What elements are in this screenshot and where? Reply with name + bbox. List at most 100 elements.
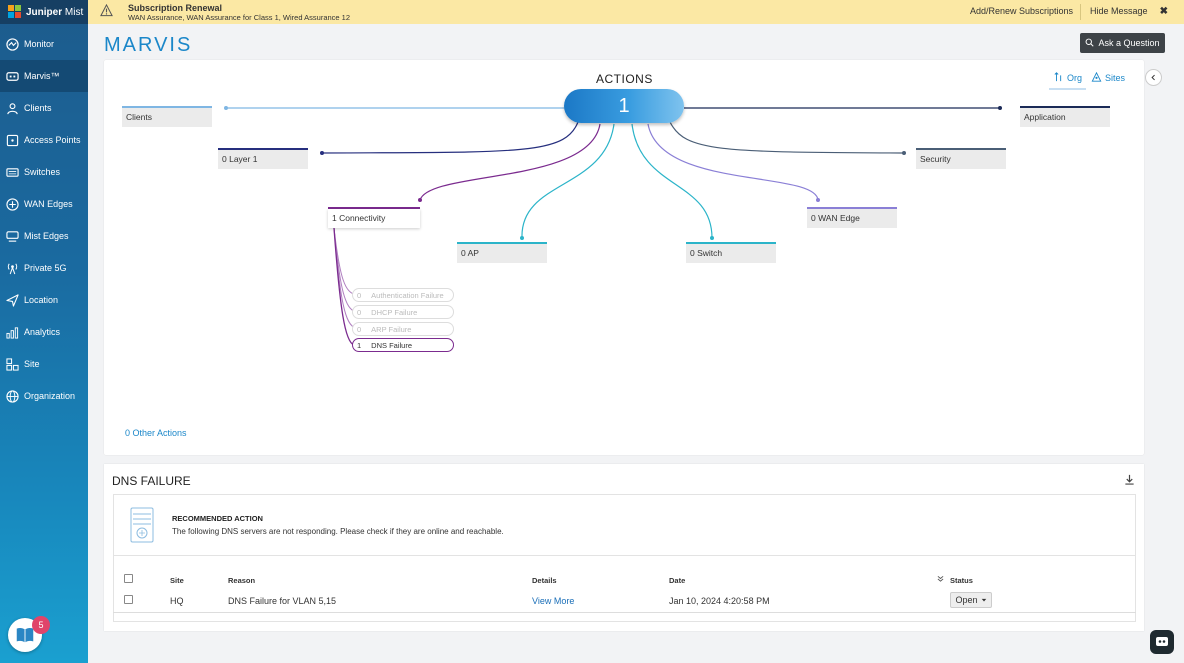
clients-icon xyxy=(6,102,19,115)
sidebar-item-label: Site xyxy=(24,359,40,369)
ask-question-label: Ask a Question xyxy=(1098,38,1160,48)
caret-down-icon xyxy=(981,595,987,605)
location-icon xyxy=(6,293,19,307)
sidebar-item-access-points[interactable]: Access Points xyxy=(0,124,88,156)
node-wan-edge[interactable]: 0 WAN Edge xyxy=(807,209,897,228)
download-icon[interactable] xyxy=(1124,474,1136,486)
table-row-divider xyxy=(113,612,1136,613)
status-value: Open xyxy=(955,595,978,605)
sidebar-item-label: Clients xyxy=(24,103,52,113)
marvis-icon xyxy=(6,70,19,83)
sub-item-label: Authentication Failure xyxy=(371,290,444,300)
sort-descending-icon[interactable] xyxy=(937,575,944,584)
node-switch[interactable]: 0 Switch xyxy=(686,244,776,263)
search-icon xyxy=(1085,38,1095,49)
wan-edge-icon xyxy=(6,197,19,211)
toggle-sites[interactable]: Sites xyxy=(1091,71,1126,84)
hide-message-link[interactable]: Hide Message xyxy=(1090,6,1148,16)
node-ap[interactable]: 0 AP xyxy=(457,244,547,263)
sidebar-item-wan-edges[interactable]: WAN Edges xyxy=(0,188,88,220)
server-icon xyxy=(130,507,154,546)
mist-edge-icon xyxy=(6,230,19,243)
sidebar-item-label: Mist Edges xyxy=(24,231,69,241)
close-icon[interactable]: ✖ xyxy=(1159,6,1168,17)
node-security[interactable]: Security xyxy=(916,150,1006,169)
cell-date: Jan 10, 2024 4:20:58 PM xyxy=(669,596,770,606)
recommended-action-description: The following DNS servers are not respon… xyxy=(172,527,504,536)
node-clients[interactable]: Clients xyxy=(122,108,212,127)
column-header-reason[interactable]: Reason xyxy=(228,576,256,585)
sub-item-arp-failure[interactable]: 0 ARP Failure xyxy=(352,322,454,336)
antenna-icon xyxy=(6,262,19,275)
cell-site: HQ xyxy=(170,596,184,606)
column-header-status[interactable]: Status xyxy=(950,576,973,585)
other-actions-link[interactable]: 0 Other Actions xyxy=(125,428,187,438)
sidebar-item-clients[interactable]: Clients xyxy=(0,92,88,124)
recommended-action-box xyxy=(113,494,1136,556)
sidebar-item-private-5g[interactable]: Private 5G xyxy=(0,252,88,284)
node-application[interactable]: Application xyxy=(1020,108,1110,127)
banner-divider xyxy=(1080,4,1081,20)
sidebar-item-organization[interactable]: Organization xyxy=(0,380,88,412)
row-checkbox[interactable] xyxy=(124,595,133,604)
toggle-org-label: Org xyxy=(1067,73,1083,83)
column-header-details[interactable]: Details xyxy=(532,576,557,585)
banner-title: Subscription Renewal xyxy=(128,2,223,13)
sidebar-item-label: Monitor xyxy=(24,39,55,49)
ask-question-button[interactable]: Ask a Question xyxy=(1080,33,1165,53)
logo-bold-text: Juniper xyxy=(26,6,63,18)
cell-reason: DNS Failure for VLAN 5,15 xyxy=(228,596,337,606)
actions-total-pill[interactable]: 1 xyxy=(564,89,684,123)
sidebar-item-monitor[interactable]: Monitor xyxy=(0,28,88,60)
sub-item-dns-failure[interactable]: 1 DNS Failure xyxy=(352,338,454,352)
sidebar-item-analytics[interactable]: Analytics xyxy=(0,316,88,348)
toggle-active-indicator xyxy=(1049,88,1086,90)
sidebar-item-location[interactable]: Location xyxy=(0,284,88,316)
toggle-sites-label: Sites xyxy=(1105,73,1126,83)
sidebar-item-mist-edges[interactable]: Mist Edges xyxy=(0,220,88,252)
site-icon xyxy=(6,357,19,371)
sidebar-item-marvis[interactable]: Marvis™ xyxy=(0,60,88,92)
notification-badge: 5 xyxy=(32,616,50,634)
switch-icon xyxy=(6,166,19,179)
robot-icon xyxy=(1154,633,1170,652)
sidebar-item-label: Organization xyxy=(24,391,76,401)
node-layer-1[interactable]: 0 Layer 1 xyxy=(218,150,308,169)
access-point-icon xyxy=(6,134,19,147)
page-title: MARVIS xyxy=(104,34,193,56)
dns-failure-table xyxy=(113,556,1136,622)
sidebar-item-site[interactable]: Site xyxy=(0,348,88,380)
chevron-left-icon[interactable] xyxy=(1145,69,1162,86)
sidebar-item-switches[interactable]: Switches xyxy=(0,156,88,188)
sub-item-count: 0 xyxy=(357,307,362,317)
sub-item-count: 0 xyxy=(357,290,362,300)
actions-heading: ACTIONS xyxy=(596,72,653,86)
subscription-banner: Subscription Renewal WAN Assurance, WAN … xyxy=(88,0,1184,24)
column-header-site[interactable]: Site xyxy=(170,576,184,585)
help-book-button[interactable]: 5 xyxy=(8,616,50,654)
sidebar-item-label: Private 5G xyxy=(24,263,67,273)
sidebar-item-label: WAN Edges xyxy=(24,199,73,209)
juniper-mist-logo[interactable]: Juniper Mist xyxy=(0,0,88,24)
column-header-date[interactable]: Date xyxy=(669,576,686,585)
sub-item-count: 1 xyxy=(357,340,362,350)
recommended-action-title: RECOMMENDED ACTION xyxy=(172,514,263,523)
sidebar: Juniper Mist Monitor Marvis™ Clients Acc… xyxy=(0,0,88,663)
logo-light-text: Mist xyxy=(64,6,84,18)
node-connectivity[interactable]: 1 Connectivity xyxy=(328,209,420,228)
banner-subtitle: WAN Assurance, WAN Assurance for Class 1… xyxy=(128,12,351,22)
sub-item-label: DNS Failure xyxy=(371,340,413,350)
sub-item-label: DHCP Failure xyxy=(371,307,418,317)
sub-item-label: ARP Failure xyxy=(371,324,412,334)
view-more-link[interactable]: View More xyxy=(532,596,575,606)
sidebar-item-label: Switches xyxy=(24,167,61,177)
sub-item-authentication-failure[interactable]: 0 Authentication Failure xyxy=(352,288,454,302)
marvis-bot-button[interactable] xyxy=(1150,630,1174,654)
toggle-org[interactable]: Org xyxy=(1054,72,1082,84)
status-dropdown[interactable]: Open xyxy=(950,592,992,608)
select-all-checkbox[interactable] xyxy=(124,574,133,583)
book-icon xyxy=(8,618,42,652)
monitor-icon xyxy=(6,37,19,51)
add-renew-subscriptions-link[interactable]: Add/Renew Subscriptions xyxy=(970,6,1074,16)
sub-item-dhcp-failure[interactable]: 0 DHCP Failure xyxy=(352,305,454,319)
